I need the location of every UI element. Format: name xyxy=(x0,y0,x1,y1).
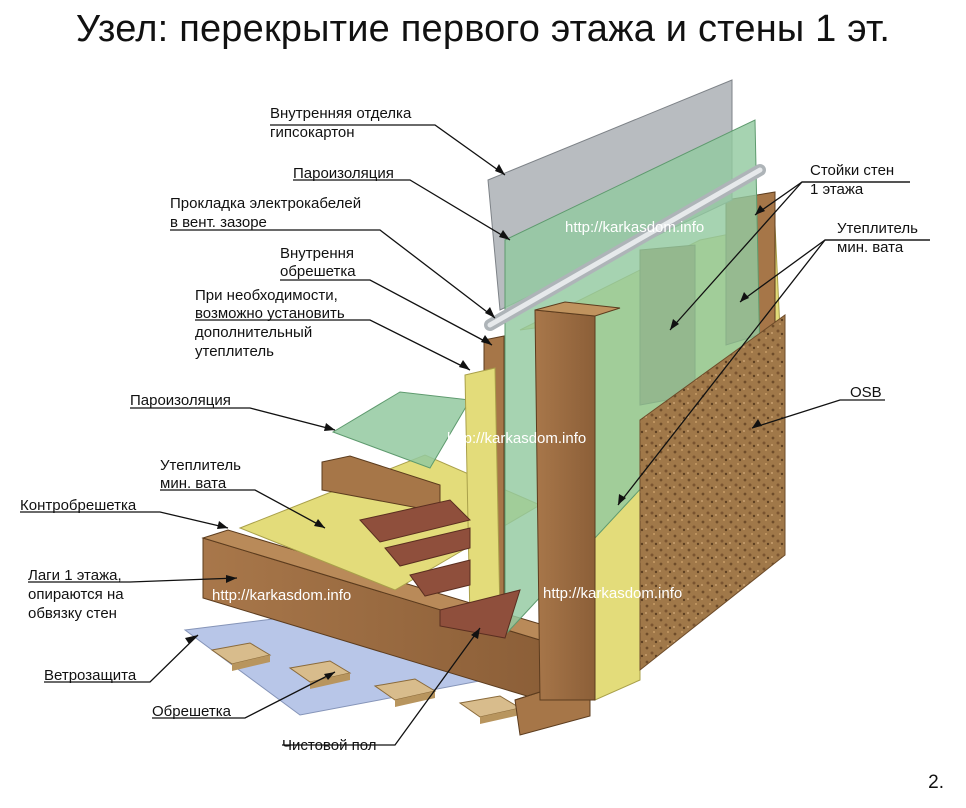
label-wall-studs: Стойки стен 1 этажа xyxy=(810,162,898,198)
label-counter-batten: Контробрешетка xyxy=(20,497,137,514)
leader-lines xyxy=(20,124,930,746)
osb-sheet xyxy=(639,314,786,672)
watermark-4: http://karkasdom.info xyxy=(543,585,682,602)
label-cable-gap: Прокладка электрокабелей в вент. зазоре xyxy=(170,195,365,231)
label-insulation-floor: Утеплитель мин. вата xyxy=(160,457,245,492)
label-extra-insulation: При необходимости, возможно установить д… xyxy=(195,287,349,360)
label-vapor-barrier-floor: Пароизоляция xyxy=(130,392,231,409)
page-number: 2. xyxy=(928,772,944,793)
watermark-2: http://karkasdom.info xyxy=(447,430,586,447)
cable-conduit xyxy=(484,164,766,331)
wall-stud-front-top xyxy=(534,301,621,317)
label-wind-barrier: Ветрозащита xyxy=(44,667,137,684)
page-title: Узел: перекрытие первого этажа и стены 1… xyxy=(75,8,891,50)
leader-arrowheads xyxy=(185,164,765,680)
label-vapor-barrier-wall: Пароизоляция xyxy=(293,165,394,182)
watermark-1: http://karkasdom.info xyxy=(565,219,704,236)
label-joists: Лаги 1 этажа, опираются на обвязку стен xyxy=(28,567,128,622)
label-inner-finish: Внутренняя отделка гипсокартон xyxy=(270,105,415,141)
floor-joist-back xyxy=(321,455,441,513)
finish-floor-boards xyxy=(359,499,521,639)
label-batten: Обрешетка xyxy=(152,703,232,720)
wall-stud-front-face xyxy=(534,309,596,701)
label-insulation-wall: Утеплитель мин. вата xyxy=(837,220,922,256)
watermark-3: http://karkasdom.info xyxy=(212,587,351,604)
label-finish-floor: Чистовой пол xyxy=(282,737,377,754)
label-osb: OSB xyxy=(850,384,882,401)
label-inner-batten: Внутрення обрешетка xyxy=(280,245,358,280)
